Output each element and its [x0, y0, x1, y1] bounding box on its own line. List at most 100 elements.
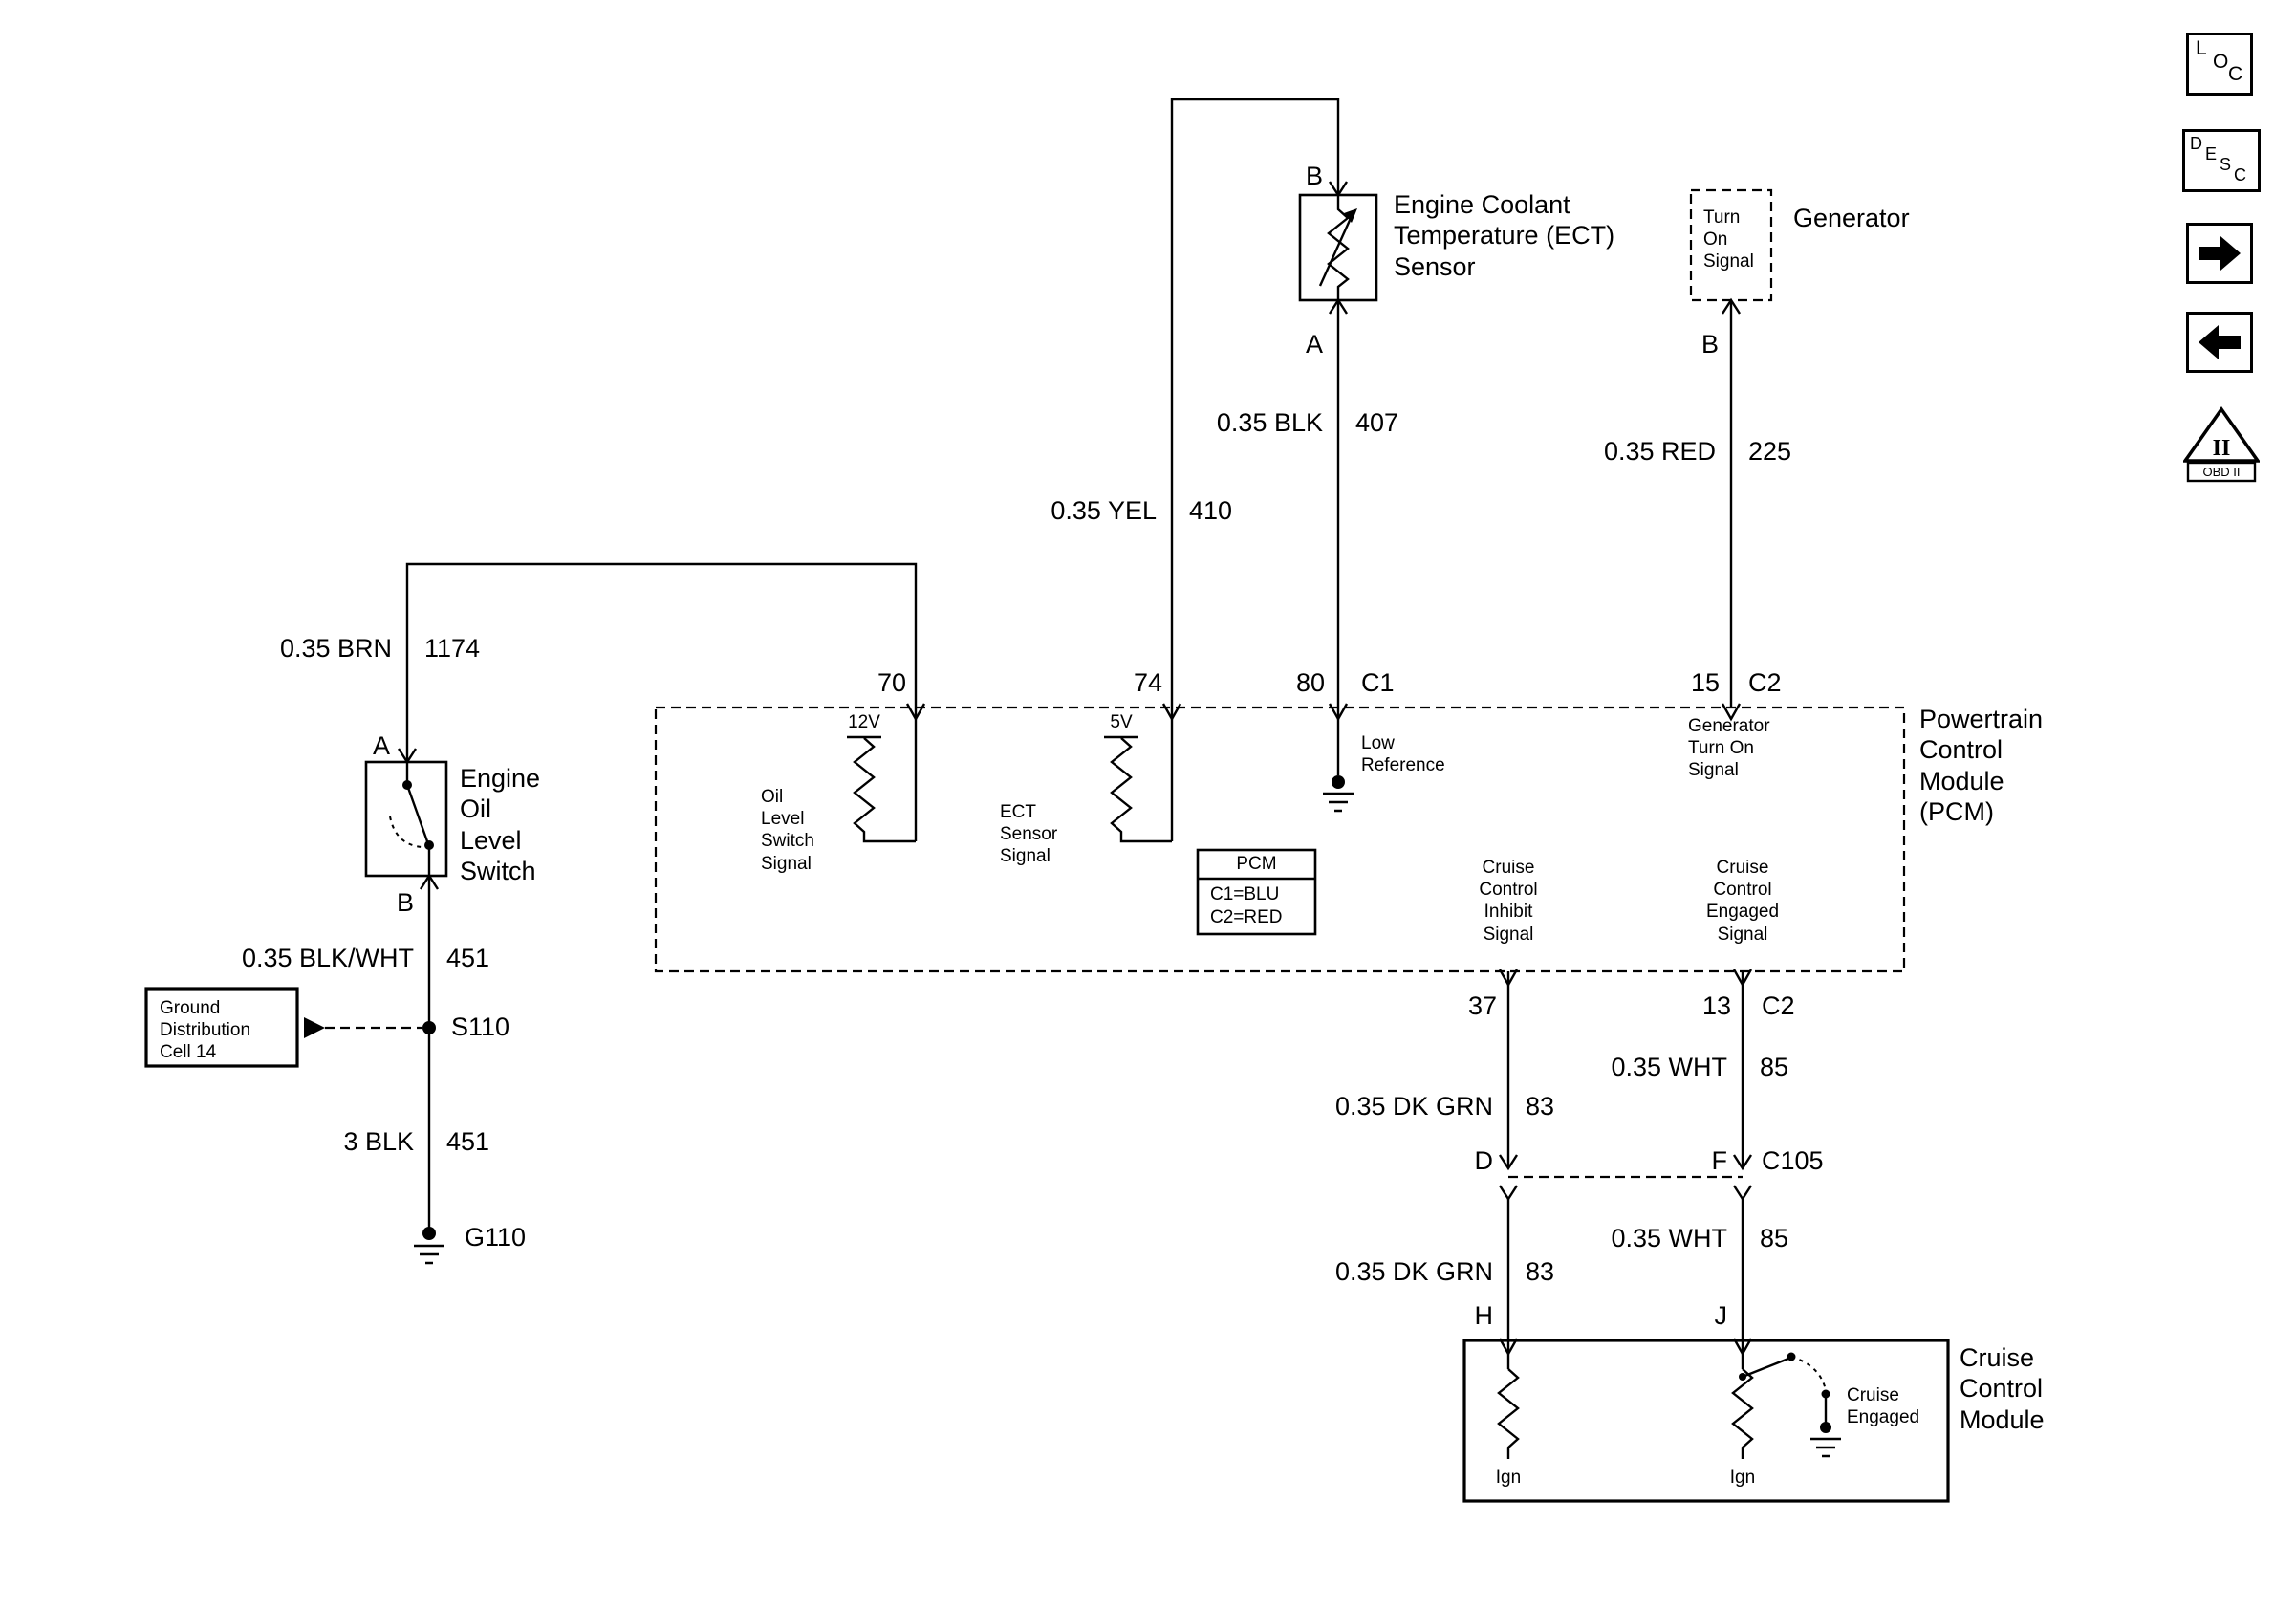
circuit-dkgrn-a: 83 — [1526, 1092, 1555, 1121]
g110-ground-dot — [422, 1227, 436, 1240]
s110-splice-dot — [422, 1021, 436, 1034]
pcm-pin13-chevron — [1732, 969, 1753, 988]
pcm-internals — [847, 735, 1354, 843]
oil-switch-arm — [405, 784, 429, 842]
ect-pin-b-label: B — [1305, 162, 1323, 190]
wire-spec-red: 0.35 RED — [1603, 437, 1716, 466]
oil-pin-b-label: B — [396, 888, 414, 917]
oil-pin-b-chevron — [419, 873, 440, 890]
connector-d-chevron-bottom — [1498, 1185, 1519, 1202]
low-reference-node — [1332, 775, 1345, 789]
desc-letter: S — [2220, 155, 2232, 174]
obd2-banner-box — [2186, 461, 2257, 483]
wire-spec-brn: 0.35 BRN — [279, 634, 392, 663]
circuit-red: 225 — [1748, 437, 1792, 466]
circuit-wht-b: 85 — [1760, 1224, 1789, 1252]
ground-dist-arrow — [304, 1017, 325, 1038]
ign-resistor-left — [1497, 1368, 1520, 1459]
loc-letter: L — [2196, 37, 2207, 59]
circuit-yel: 410 — [1189, 496, 1233, 525]
pcm-pin37-chevron — [1498, 969, 1519, 988]
switch-arm — [1742, 1357, 1789, 1379]
pcm-legend-box — [1196, 848, 1317, 936]
pcm-inhibit-signal-label: Cruise Control Inhibit Signal — [1479, 858, 1538, 945]
circuit-blkwht: 451 — [446, 944, 490, 972]
wire-spec-dkgrn-a: 0.35 DK GRN — [1334, 1092, 1493, 1121]
pcm-pin80-connector-label: C1 — [1361, 668, 1395, 697]
oil-switch-travel-arc — [389, 816, 423, 848]
ect-pin-b-chevron — [1328, 181, 1349, 198]
oil-pin-a-label: A — [372, 731, 390, 760]
pcm-engaged-signal-label: Cruise Control Engaged Signal — [1705, 858, 1780, 945]
connector-d-chevron-top — [1498, 1154, 1519, 1171]
pcm-pin74-label: 74 — [1133, 668, 1162, 697]
thermistor-arrow-line — [1318, 215, 1354, 287]
pcm-pin70-label: 70 — [877, 668, 906, 697]
ign-resistor-right — [1731, 1368, 1754, 1459]
circuit-blk3: 451 — [446, 1127, 490, 1156]
pcm-ect-signal-label: ECT Sensor Signal — [1000, 802, 1058, 867]
pcm-pin13-connector-label: C2 — [1762, 991, 1795, 1020]
pcm-legend-c1: C1=BLU — [1210, 884, 1280, 904]
arrow-left-icon — [2199, 325, 2241, 359]
oil-switch-label: Engine Oil Level Switch — [460, 764, 541, 886]
loc-letter: O — [2213, 51, 2229, 73]
next-button[interactable] — [2186, 223, 2253, 284]
pcm-12v-label: 12V — [848, 712, 880, 732]
connector-j-label: J — [1714, 1301, 1728, 1330]
wire-spec-wht-a: 0.35 WHT — [1611, 1053, 1727, 1081]
pcm-pin15-connector-label: C2 — [1748, 668, 1782, 697]
connector-c105-label: C105 — [1762, 1146, 1824, 1175]
loc-letter: C — [2228, 63, 2243, 85]
loc-button[interactable]: L O C — [2186, 33, 2253, 96]
cruise-engaged-label: Cruise Engaged — [1847, 1385, 1920, 1428]
circuit-wht-a: 85 — [1760, 1053, 1789, 1081]
connector-f-chevron-top — [1732, 1154, 1753, 1171]
generator-pin-b-label: B — [1700, 330, 1719, 359]
generator-inner-label: Turn On Signal — [1703, 207, 1754, 272]
back-button[interactable] — [2186, 312, 2253, 373]
wire-spec-blk3: 3 BLK — [343, 1127, 414, 1156]
s110-label: S110 — [451, 1012, 510, 1041]
wire-oil-switch-signal — [405, 562, 918, 841]
cruise-control-module-box — [1462, 1339, 1950, 1503]
ground-distribution-box — [144, 987, 299, 1068]
switch-travel-arc — [1790, 1356, 1827, 1391]
desc-letter: C — [2234, 165, 2246, 185]
oil-pin-a-chevron — [397, 748, 418, 765]
generator-label: Generator — [1793, 204, 1910, 232]
pcm-5v-label: 5V — [1110, 712, 1133, 732]
g110-label: G110 — [465, 1223, 527, 1252]
g110-ground-icon — [414, 1244, 444, 1265]
connector-f-label: F — [1711, 1146, 1728, 1175]
wire-runs — [405, 98, 1744, 1369]
pcm-generator-signal-label: Generator Turn On Signal — [1688, 716, 1770, 781]
thermistor-zigzag — [1327, 195, 1350, 300]
wire-ect-signal — [1170, 98, 1340, 841]
desc-letter: E — [2205, 144, 2218, 163]
desc-button[interactable]: D E S C — [2182, 129, 2261, 192]
pullup-resistor-5v — [1110, 737, 1172, 843]
ect-pin-a-label: A — [1305, 330, 1323, 359]
pcm-pin13-label: 13 — [1701, 991, 1731, 1020]
low-reference-ground-icon — [1323, 792, 1354, 813]
obd2-button[interactable]: II OBD II — [2183, 405, 2260, 486]
cruise-pin-j-chevron — [1732, 1338, 1753, 1357]
dashed-links — [304, 1017, 1743, 1179]
terminal-chevrons — [397, 181, 1753, 1357]
cruise-ign-right-label: Ign — [1729, 1468, 1756, 1488]
obd2-numeral: II — [2213, 436, 2231, 461]
arrow-right-icon — [2199, 236, 2241, 271]
pcm-pin37-label: 37 — [1467, 991, 1497, 1020]
wire-spec-dkgrn-b: 0.35 DK GRN — [1334, 1257, 1493, 1286]
wire-spec-blk: 0.35 BLK — [1216, 408, 1323, 437]
connector-f-chevron-bottom — [1732, 1185, 1753, 1202]
pcm-low-reference-label: Low Reference — [1361, 733, 1445, 776]
splices-and-grounds — [414, 1021, 444, 1265]
cruise-ign-left-label: Ign — [1495, 1468, 1522, 1488]
pcm-legend-title: PCM — [1236, 854, 1277, 874]
pcm-label: Powertrain Control Module (PCM) — [1919, 705, 2044, 827]
circuit-brn: 1174 — [424, 634, 481, 663]
pcm-pin80-chevron — [1328, 703, 1349, 722]
